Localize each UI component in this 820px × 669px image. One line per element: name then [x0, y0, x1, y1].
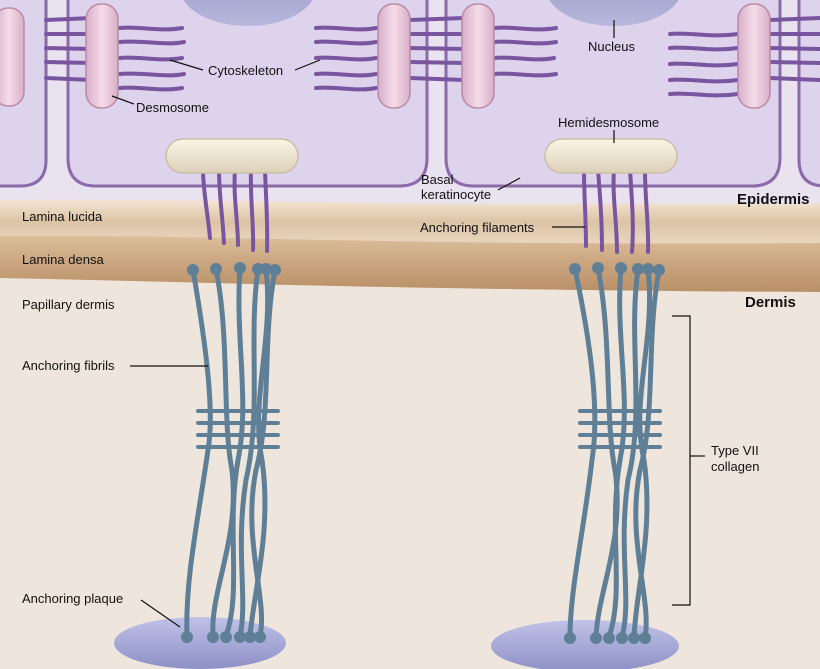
- anchoring-filaments-left: [201, 168, 270, 253]
- desmosome-3: [461, 3, 495, 109]
- anchoring-fibrils-label: Anchoring fibrils: [22, 358, 115, 373]
- keratinocyte-right: [797, 0, 820, 188]
- fibril-knobs-left-bottom: [181, 631, 266, 643]
- anchoring-fibrils-right: [567, 265, 662, 640]
- cytoskeleton-label: Cytoskeleton: [208, 63, 284, 78]
- leader-lines: [111, 20, 705, 628]
- anchoring-fibrils-left: [184, 265, 278, 639]
- type-vii-bracket: [672, 315, 691, 606]
- cytoskeleton-leader-right: [294, 59, 321, 71]
- fibril-knobs-right-bottom: [564, 632, 651, 644]
- nucleus-1: [183, 0, 313, 26]
- lamina-densa-label: Lamina densa: [22, 252, 104, 267]
- fibril-knobs-right-top: [569, 262, 665, 276]
- nucleus-label: Nucleus: [588, 39, 635, 54]
- hemidesmosome-right: [544, 138, 678, 174]
- desmosome-leader: [111, 95, 135, 105]
- desmosome-4: [737, 3, 771, 109]
- basal-keratinocyte-label-line2: keratinocyte: [421, 187, 492, 202]
- cytoskeleton-leader-left: [169, 59, 204, 71]
- fibril-knobs-left-top: [187, 262, 281, 276]
- anchoring-plaque-label: Anchoring plaque: [22, 591, 124, 606]
- collagen-bands-left: [196, 409, 280, 449]
- basal-keratinocyte-leader: [497, 177, 521, 191]
- type-vii-collagen-label-line2: collagen: [711, 459, 760, 474]
- desmosome-2: [377, 3, 411, 109]
- papillary-dermis-label: Papillary dermis: [22, 297, 115, 312]
- anchoring-filaments-right: [582, 168, 651, 254]
- desmosome-0: [0, 7, 25, 107]
- anchoring-plaque-leader: [140, 599, 181, 628]
- hemidesmosome-left: [165, 138, 299, 174]
- nucleus-2: [549, 0, 679, 26]
- desmosome-label: Desmosome: [136, 100, 209, 115]
- papillary-dermis-region: [0, 280, 820, 669]
- anchoring-filaments-label: Anchoring filaments: [420, 220, 535, 235]
- desmosome-1: [85, 3, 119, 109]
- basal-keratinocyte-label-line1: Basal: [421, 172, 454, 187]
- epidermis-label: Epidermis: [737, 191, 810, 208]
- lamina-lucida-label: Lamina lucida: [22, 209, 103, 224]
- hemidesmosome-label: Hemidesmosome: [558, 115, 660, 130]
- collagen-bands-right: [578, 409, 662, 449]
- basal-keratinocyte-1: [66, 0, 429, 188]
- dermis-label: Dermis: [745, 294, 796, 311]
- type-vii-collagen-label-line1: Type VII: [711, 443, 759, 458]
